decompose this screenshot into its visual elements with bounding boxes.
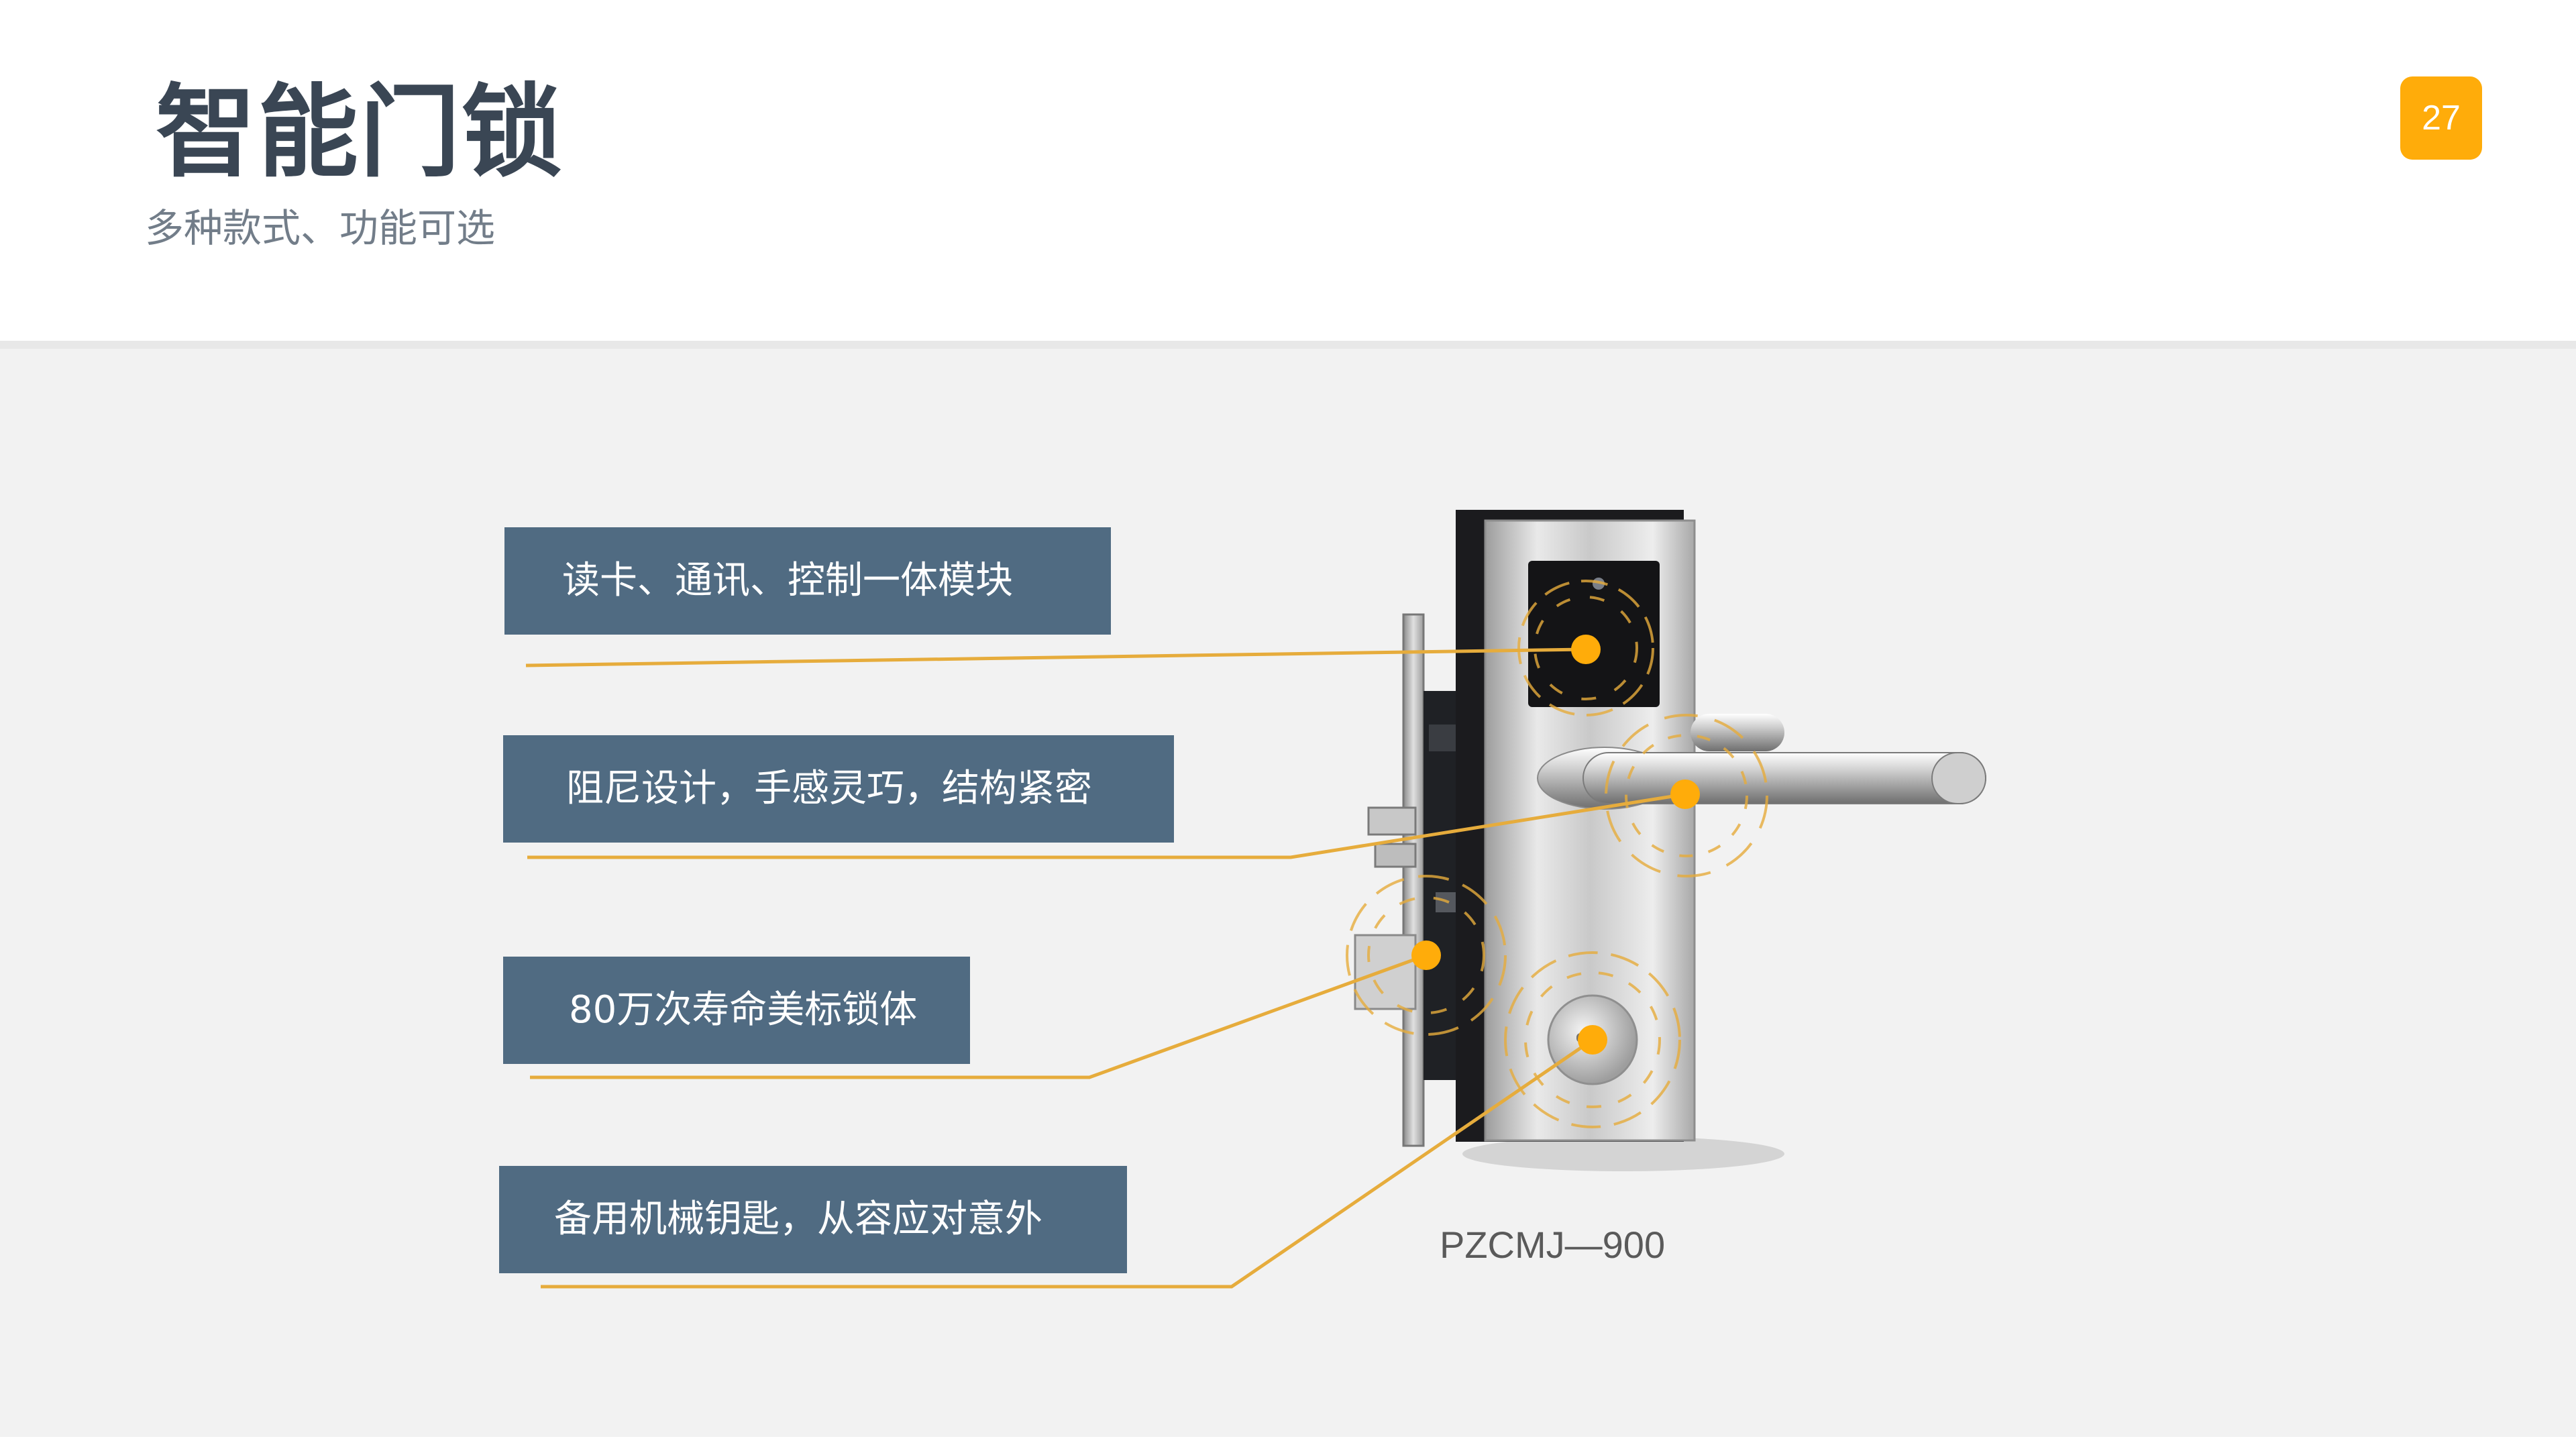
feature-backup-key: 备用机械钥匙，从容应对意外 <box>499 1166 1127 1273</box>
feature-card-reader-module: 读卡、通讯、控制一体模块 <box>504 527 1111 635</box>
page-number-badge: 27 <box>2400 76 2482 160</box>
feature-damping-handle: 阻尼设计，手感灵巧，结构紧密 <box>503 735 1174 843</box>
leader-line-3 <box>530 953 1427 1079</box>
callout-dot-key-cylinder <box>1578 1025 1607 1055</box>
page-title: 智能门锁 <box>156 74 564 191</box>
bottom-edge <box>0 1437 2576 1449</box>
leader-line-4 <box>541 1038 1594 1289</box>
header-divider <box>0 341 2576 349</box>
callout-dot-lock-body <box>1411 941 1441 970</box>
leader-line-2 <box>527 792 1686 859</box>
callout-dot-card-reader <box>1571 635 1601 664</box>
page-subtitle: 多种款式、功能可选 <box>145 205 496 251</box>
product-model-label: PZCMJ—900 <box>1440 1224 1666 1266</box>
content-area <box>0 349 2576 1449</box>
callout-dot-handle <box>1670 780 1700 809</box>
leader-line-1 <box>525 647 1587 667</box>
slide-header: 智能门锁 多种款式、功能可选 27 <box>0 0 2576 341</box>
feature-lock-body: 80万次寿命美标锁体 <box>503 957 970 1064</box>
